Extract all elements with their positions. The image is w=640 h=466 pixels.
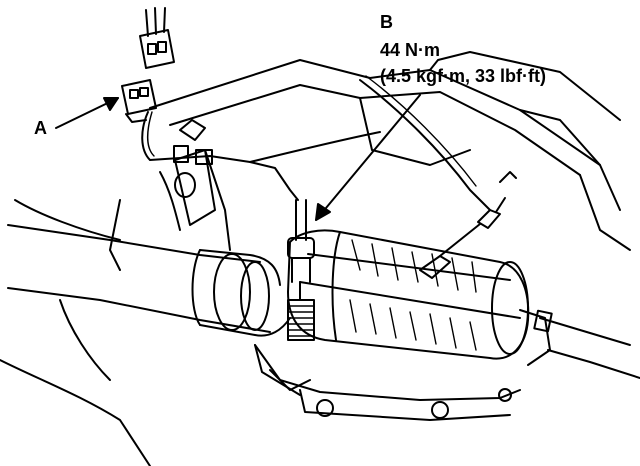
connector-a <box>121 79 157 123</box>
label-b: B <box>380 12 393 32</box>
exhaust-pipe <box>191 249 291 337</box>
secondary-sensor <box>419 171 517 279</box>
callout-a-pointer <box>55 97 119 129</box>
torque-nm: 44 N·m <box>380 40 440 60</box>
frame-rail <box>0 199 271 466</box>
label-a: A <box>34 118 47 138</box>
upper-wire <box>359 75 491 211</box>
floor-panel <box>149 51 631 251</box>
heat-shield <box>254 344 521 421</box>
catalytic-converter <box>287 229 530 360</box>
rear-flange <box>519 309 640 379</box>
callout-b-pointer <box>315 94 421 221</box>
oxygen-sensor-b <box>287 199 315 341</box>
torque-alt-units: (4.5 kgf·m, 33 lbf·ft) <box>380 66 546 86</box>
mating-connector <box>139 7 175 69</box>
wiring-harness <box>141 111 381 201</box>
exhaust-hanger <box>159 149 231 251</box>
